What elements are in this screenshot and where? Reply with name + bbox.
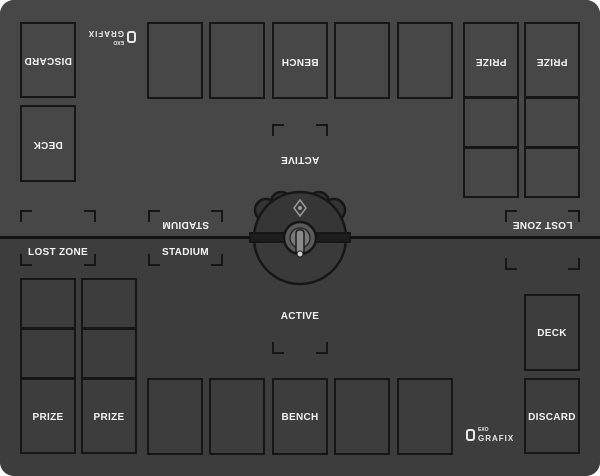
player-stadium-label: STADIUM: [162, 247, 209, 258]
player-stadium-corner-br: [211, 254, 223, 266]
player-stadium-corner-bl: [148, 254, 160, 266]
opponent-discard-label: DISCARD: [24, 55, 72, 66]
opponent-discard-slot[interactable]: DISCARD: [20, 22, 76, 98]
opponent-active-zone[interactable]: ACTIVE: [272, 124, 328, 184]
player-bench-slot-2[interactable]: [209, 378, 265, 455]
opponent-stadium-corner-tl: [148, 210, 160, 222]
player-logo-icon: [466, 429, 475, 441]
opponent-prize-slot-right-3[interactable]: [524, 147, 580, 198]
opponent-bench-slot-2[interactable]: [209, 22, 265, 99]
opponent-active-corner-tl: [272, 124, 284, 136]
player-bench-slot-3[interactable]: BENCH: [272, 378, 328, 455]
opponent-lost-zone[interactable]: LOST ZONE: [505, 210, 580, 270]
player-bench-slot-1[interactable]: [147, 378, 203, 455]
player-prize-slot-right-2[interactable]: [81, 328, 137, 379]
player-discard-slot[interactable]: DISCARD: [524, 378, 580, 454]
player-active-corner-br: [316, 342, 328, 354]
player-active-label: ACTIVE: [280, 311, 320, 322]
opponent-logo-top: EXO: [113, 39, 124, 45]
opponent-stadium-zone[interactable]: STADIUM: [148, 210, 223, 237]
player-prize-slot-left-2[interactable]: [20, 328, 76, 379]
opponent-lost-corner-tr: [568, 210, 580, 222]
player-lost-zone-label: LOST ZONE: [28, 247, 88, 258]
opponent-lost-corner-br: [568, 258, 580, 270]
opponent-bench-slot-4[interactable]: [334, 22, 390, 99]
opponent-prize-slot-left-2[interactable]: [463, 97, 519, 148]
opponent-prize-right-label: PRIZE: [536, 56, 568, 67]
player-lost-zone[interactable]: LOST ZONE: [20, 238, 96, 266]
player-prize-slot-right-1[interactable]: [81, 278, 137, 329]
player-deck-slot[interactable]: DECK: [524, 294, 580, 371]
opponent-stadium-label: STADIUM: [162, 219, 209, 230]
opponent-bench-slot-5[interactable]: [397, 22, 453, 99]
player-active-corner-bl: [272, 342, 284, 354]
opponent-deck-slot[interactable]: DECK: [20, 105, 76, 182]
opponent-lost-corner-bl: [505, 258, 517, 270]
player-bench-label: BENCH: [281, 412, 319, 423]
player-lost-corner-br: [84, 254, 96, 266]
player-lost-corner-tr: [84, 210, 96, 222]
player-lost-zone-top-brackets: [20, 210, 96, 230]
player-logo-bottom: GRAFIX: [478, 434, 515, 443]
player-discard-label: DISCARD: [528, 412, 576, 423]
player-deck-label: DECK: [537, 328, 567, 339]
pokeball-coin-icon[interactable]: [248, 188, 352, 288]
opponent-bench-slot-1[interactable]: [147, 22, 203, 99]
opponent-prize-slot-left-3[interactable]: [463, 147, 519, 198]
player-stadium-zone[interactable]: STADIUM: [148, 238, 223, 266]
opponent-active-corner-tr: [316, 124, 328, 136]
player-logo-top: EXO: [478, 427, 489, 433]
opponent-bench-label: BENCH: [281, 56, 319, 67]
player-active-zone[interactable]: ACTIVE: [272, 292, 328, 354]
opponent-prize-left-label: PRIZE: [475, 56, 507, 67]
opponent-stadium-corner-tr: [211, 210, 223, 222]
player-prize-slot-right-3[interactable]: PRIZE: [81, 378, 137, 454]
player-prize-slot-left-1[interactable]: [20, 278, 76, 329]
opponent-prize-slot-right-2[interactable]: [524, 97, 580, 148]
opponent-lost-corner-tl: [505, 210, 517, 222]
player-bench-slot-4[interactable]: [334, 378, 390, 455]
opponent-exografix-logo: EXO GRAFIX: [88, 26, 136, 46]
player-prize-right-label: PRIZE: [93, 412, 125, 423]
player-lost-corner-bl: [20, 254, 32, 266]
player-prize-slot-left-3[interactable]: PRIZE: [20, 378, 76, 454]
opponent-prize-slot-left-1[interactable]: PRIZE: [463, 22, 519, 98]
opponent-deck-label: DECK: [33, 139, 63, 150]
opponent-prize-slot-right-1[interactable]: PRIZE: [524, 22, 580, 98]
player-prize-left-label: PRIZE: [32, 412, 64, 423]
opponent-logo-icon: [127, 31, 136, 43]
player-lost-corner-tl: [20, 210, 32, 222]
player-bench-slot-5[interactable]: [397, 378, 453, 455]
opponent-active-label: ACTIVE: [280, 154, 320, 165]
opponent-bench-slot-3[interactable]: BENCH: [272, 22, 328, 99]
player-exografix-logo: EXO GRAFIX: [466, 426, 514, 446]
opponent-lost-zone-label: LOST ZONE: [512, 219, 573, 230]
opponent-logo-bottom: GRAFIX: [87, 29, 124, 38]
